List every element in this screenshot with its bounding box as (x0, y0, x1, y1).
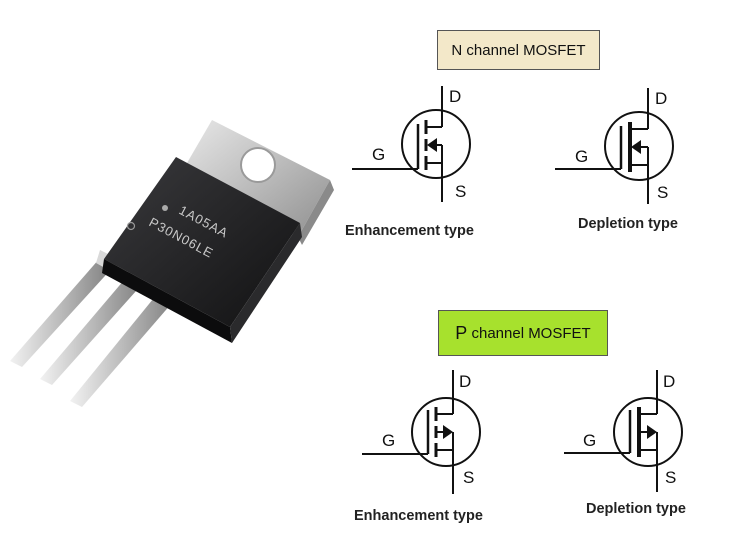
heatsink-tab (180, 120, 334, 245)
gate-label: G (583, 431, 596, 450)
source-label: S (463, 468, 474, 487)
drain-label: D (449, 87, 461, 106)
n-channel-enhancement-symbol: D G S (352, 86, 471, 202)
p-channel-header: P channel MOSFET (438, 310, 608, 356)
n-enhancement-caption: Enhancement type (345, 223, 474, 239)
mosfet-package-photo: 1A05AA P30N06LE (10, 120, 334, 407)
gate-label: G (372, 145, 385, 164)
p-channel-enhancement-symbol: D G S (362, 370, 481, 494)
drain-label: D (655, 89, 667, 108)
source-label: S (665, 468, 676, 487)
n-channel-header-label: N channel MOSFET (451, 41, 586, 59)
n-depletion-caption: Depletion type (578, 216, 678, 232)
source-label: S (657, 183, 668, 202)
p-enhancement-caption: Enhancement type (354, 508, 483, 524)
gate-label: G (575, 147, 588, 166)
n-channel-depletion-symbol: D G S (555, 88, 674, 204)
p-channel-header-letter: P (455, 322, 468, 343)
p-channel-depletion-symbol: D G S (564, 370, 683, 492)
logo-mark (126, 221, 136, 231)
drain-label: D (663, 372, 675, 391)
source-label: S (455, 182, 466, 201)
manufacturer-logo (162, 205, 168, 211)
drain-label: D (459, 372, 471, 391)
p-channel-header-label: channel MOSFET (467, 324, 591, 342)
gate-label: G (382, 431, 395, 450)
package-body: 1A05AA P30N06LE (102, 157, 302, 343)
mounting-hole (240, 147, 276, 183)
p-depletion-caption: Depletion type (586, 501, 686, 517)
n-channel-header: N channel MOSFET (437, 30, 600, 70)
